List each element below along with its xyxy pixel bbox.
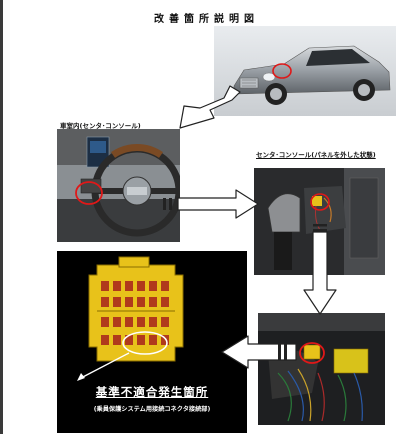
highlight-circle-car bbox=[272, 63, 292, 79]
cabin-photo bbox=[57, 129, 180, 242]
wiring-photo bbox=[258, 313, 385, 425]
label-cabin: 車室内(センタ･コンソール) bbox=[60, 122, 141, 130]
highlight-circle-console bbox=[310, 193, 330, 211]
page-left-edge bbox=[0, 0, 3, 434]
document-title: 改善箇所説明図 bbox=[154, 14, 259, 25]
arrow-cabin-to-console bbox=[177, 189, 259, 219]
highlight-circle-cabin bbox=[75, 181, 103, 205]
label-console-panel-removed: センタ･コンソール(パネルを外した状態) bbox=[256, 151, 376, 159]
console-photo bbox=[254, 168, 385, 275]
car-exterior-photo bbox=[214, 26, 396, 116]
highlight-circle-connector bbox=[122, 331, 168, 355]
defect-location-caption: 基準不適合発生箇所 bbox=[95, 385, 209, 399]
connector-closeup-photo bbox=[57, 251, 247, 433]
defect-location-subcaption: (乗員保護システム用接続コネクタ接続部) bbox=[93, 406, 211, 413]
highlight-circle-wiring bbox=[299, 342, 325, 364]
